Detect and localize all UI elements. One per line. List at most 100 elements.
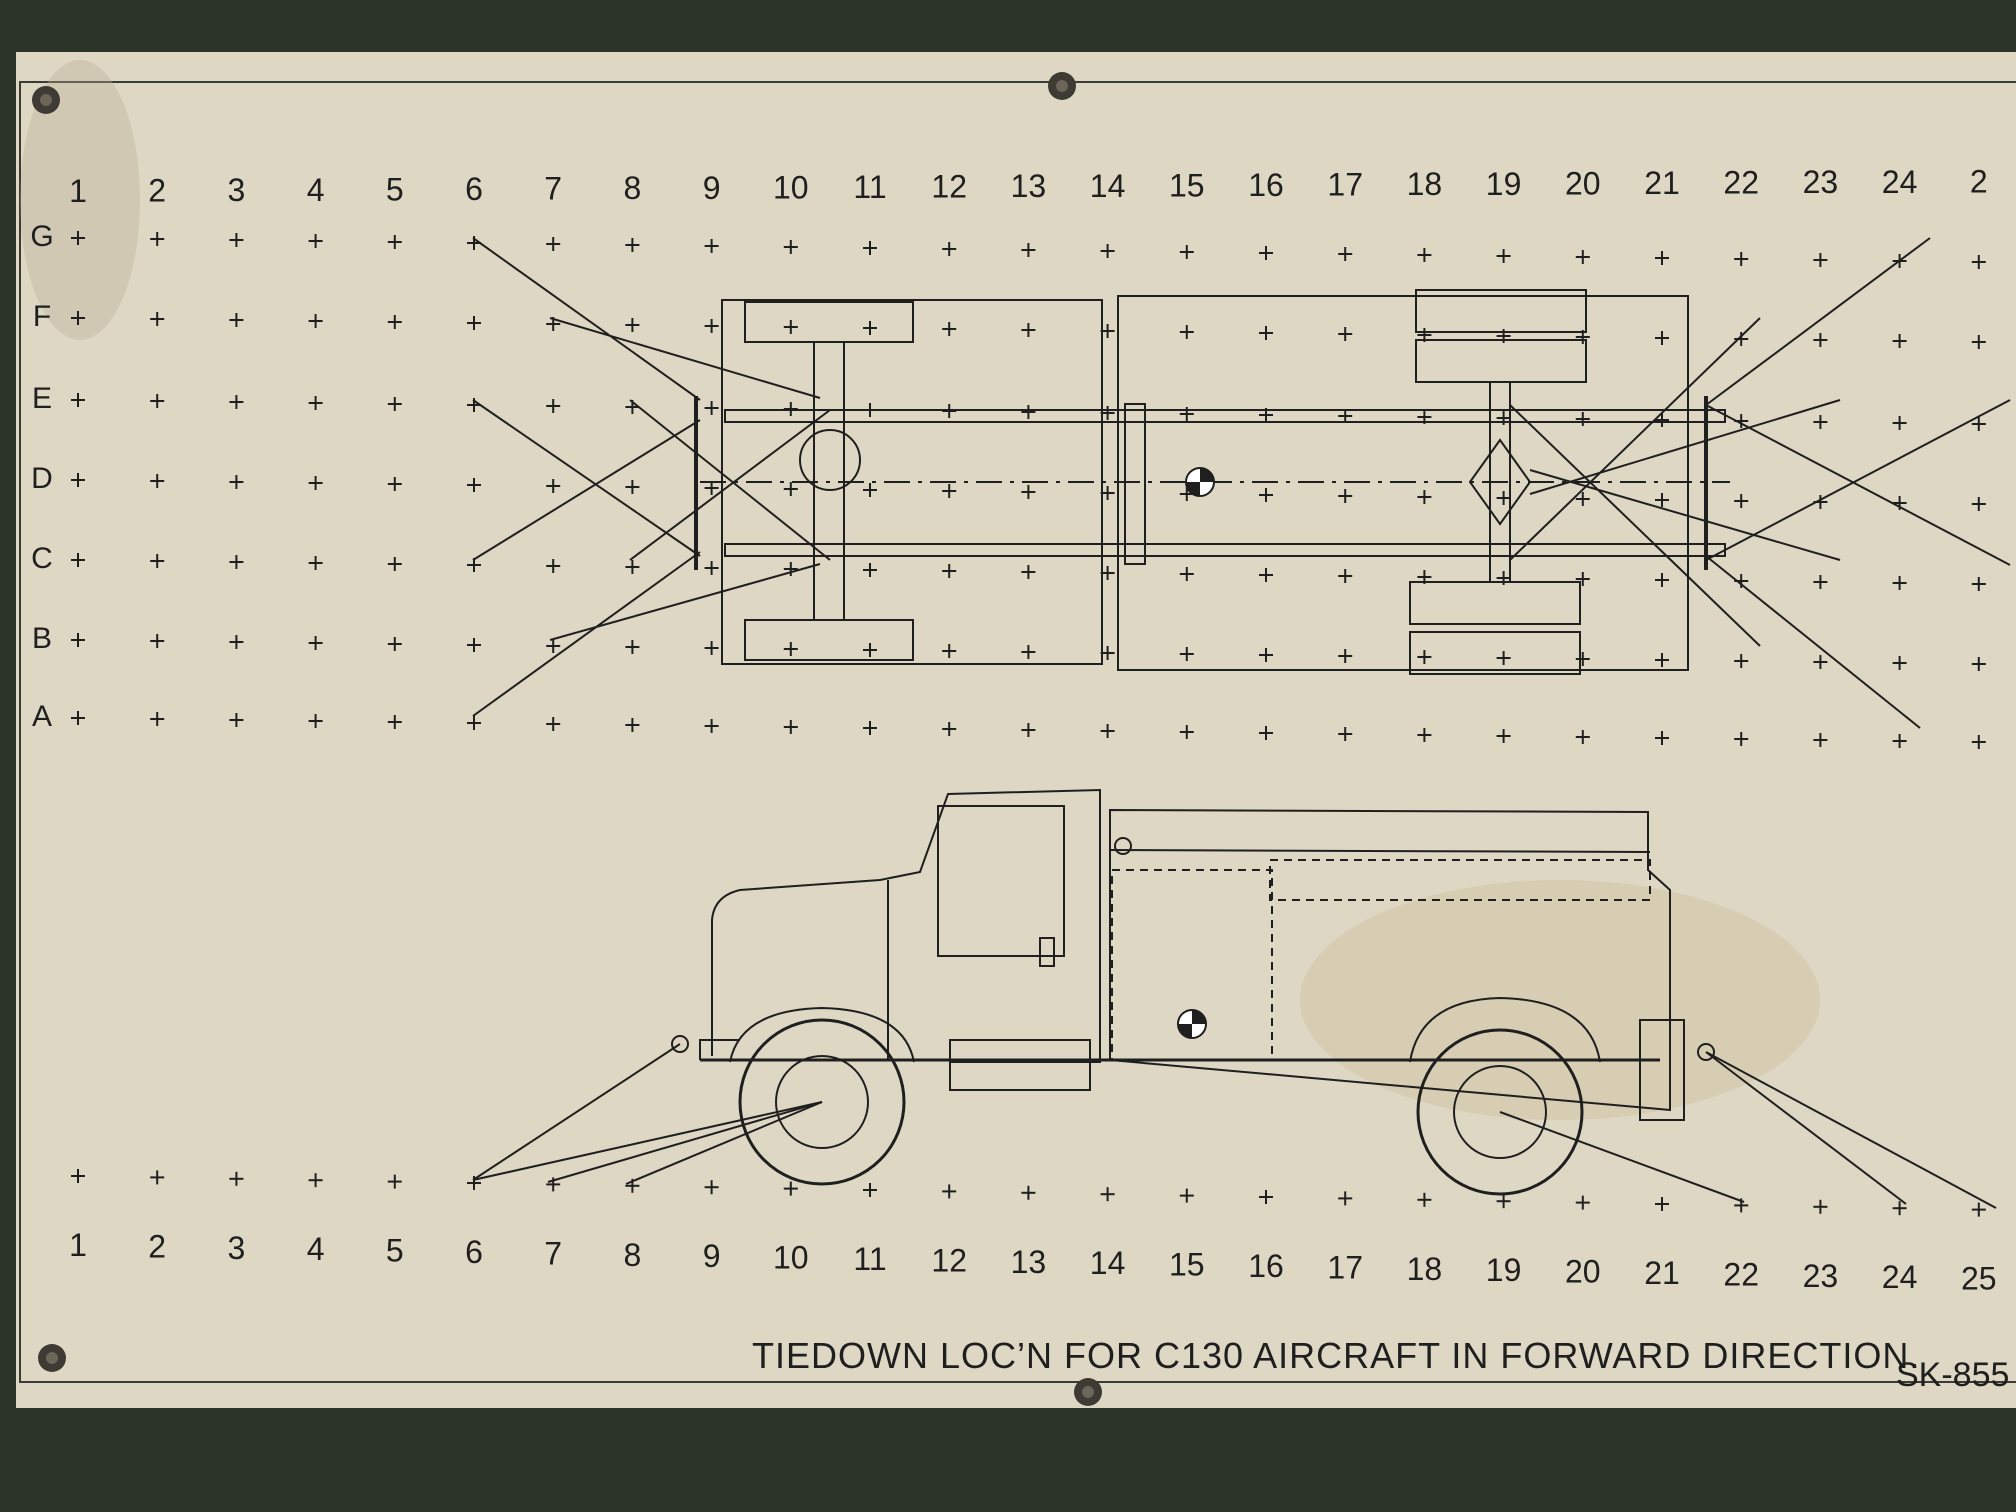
tiedown-point [1575, 652, 1590, 666]
tiedown-point [1734, 252, 1749, 266]
rear-bumper-side [1639, 1019, 1685, 1121]
tiedown-point [942, 564, 957, 578]
tiedown-point [704, 719, 719, 733]
tiedown-point [1259, 726, 1273, 740]
top-column-label: 18 [1407, 166, 1443, 202]
tiedown-point [1496, 249, 1511, 263]
top-column-label: 5 [386, 171, 404, 207]
tiedown-point [229, 555, 244, 569]
tiedown-point [625, 318, 640, 332]
bottom-column-label: 14 [1090, 1245, 1126, 1281]
tiedown-point [1971, 417, 1986, 431]
tiedown-point [1021, 565, 1036, 579]
tiedown-point [1655, 653, 1669, 667]
tiedown-point [1892, 576, 1907, 590]
tiedown-point [229, 475, 244, 489]
rear-wheel-left-outer [1415, 289, 1587, 333]
tiedown-point [150, 474, 165, 488]
top-column-label: 4 [307, 172, 325, 208]
rear-wheel-right-inner [1409, 581, 1581, 625]
tiedown-point [783, 482, 798, 496]
bottom-column-label: 4 [307, 1231, 325, 1267]
tiedown-point [1813, 415, 1828, 429]
tiedown-chains-top [472, 237, 2011, 729]
tiedown-point [229, 395, 244, 409]
tiedown-point [942, 242, 957, 256]
tiedown-point [1100, 244, 1115, 258]
tiedown-point [1971, 335, 1986, 349]
top-column-label: 2 [1970, 163, 1988, 199]
tiedown-point [1496, 729, 1511, 743]
tiedown-point [308, 556, 323, 570]
top-column-label: 8 [624, 170, 642, 206]
compartment-front [1111, 869, 1273, 1061]
tiedown-point [1100, 1187, 1115, 1202]
frame-rail-upper [724, 409, 1726, 423]
tiedown-point [1259, 568, 1273, 582]
bottom-column-label: 11 [853, 1241, 886, 1277]
tiedown-point [387, 557, 402, 571]
bottom-column-label: 5 [386, 1233, 404, 1269]
top-column-label: 7 [544, 171, 562, 207]
bottom-column-label: 10 [773, 1240, 809, 1276]
tiedown-point [71, 473, 85, 487]
tiedown-point [1575, 250, 1590, 264]
tiedown-point [1496, 491, 1511, 505]
tiedown-point [467, 478, 481, 492]
front-wheel [738, 1018, 906, 1186]
tiedown-point [546, 559, 561, 573]
bottom-column-label: 22 [1723, 1256, 1759, 1292]
tiedown-point [1813, 575, 1828, 589]
tiedown-point [1575, 1195, 1590, 1210]
tiedown-point [1734, 494, 1749, 508]
tiedown-point [625, 238, 640, 252]
bottom-column-label: 2 [148, 1228, 166, 1264]
front-tow-eye [671, 1035, 689, 1053]
tiedown-point [1971, 255, 1986, 269]
tiedown-point [71, 553, 85, 567]
tiedown-point [783, 240, 798, 254]
tiedown-point [150, 634, 165, 648]
front-differential [799, 429, 861, 491]
tiedown-point [308, 396, 323, 410]
tiedown-point [863, 643, 877, 657]
tiedown-point [783, 720, 798, 734]
screw-bottom-left [38, 1344, 66, 1372]
tiedown-point [1338, 1191, 1353, 1206]
screw-bottom-center [1074, 1378, 1102, 1406]
front-wheel-right [744, 619, 914, 661]
tiedown-point [308, 1173, 323, 1188]
bottom-column-label: 15 [1169, 1247, 1205, 1283]
tiedown-point [71, 231, 85, 245]
tiedown-point [546, 237, 561, 251]
tiedown-point [1813, 333, 1828, 347]
tiedown-point [783, 320, 798, 334]
tiedown-point [704, 401, 719, 415]
tank-top-line [1109, 849, 1651, 853]
tiedown-point [625, 718, 640, 732]
front-hub [775, 1055, 869, 1149]
tiedown-point [71, 311, 85, 325]
tiedown-point [1179, 647, 1194, 661]
tiedown-point [308, 476, 323, 490]
top-column-label: 6 [465, 171, 483, 207]
screw-top-left [32, 86, 60, 114]
top-column-label: 2 [148, 173, 166, 209]
tiedown-point [625, 640, 640, 654]
top-column-label: 24 [1882, 164, 1918, 200]
tiedown-point [863, 563, 877, 577]
row-label: D [31, 462, 53, 495]
tiedown-point [1734, 654, 1749, 668]
tiedown-point [387, 235, 402, 249]
tiedown-point [1575, 492, 1590, 506]
front-axle [813, 341, 845, 621]
top-column-label: 23 [1803, 164, 1839, 200]
door-handle [1039, 937, 1055, 967]
tiedown-point [1021, 405, 1036, 419]
tiedown-point [387, 315, 402, 329]
top-column-label: 14 [1090, 168, 1126, 204]
tiedown-point [1892, 1201, 1907, 1216]
tiedown-point [1655, 251, 1669, 265]
